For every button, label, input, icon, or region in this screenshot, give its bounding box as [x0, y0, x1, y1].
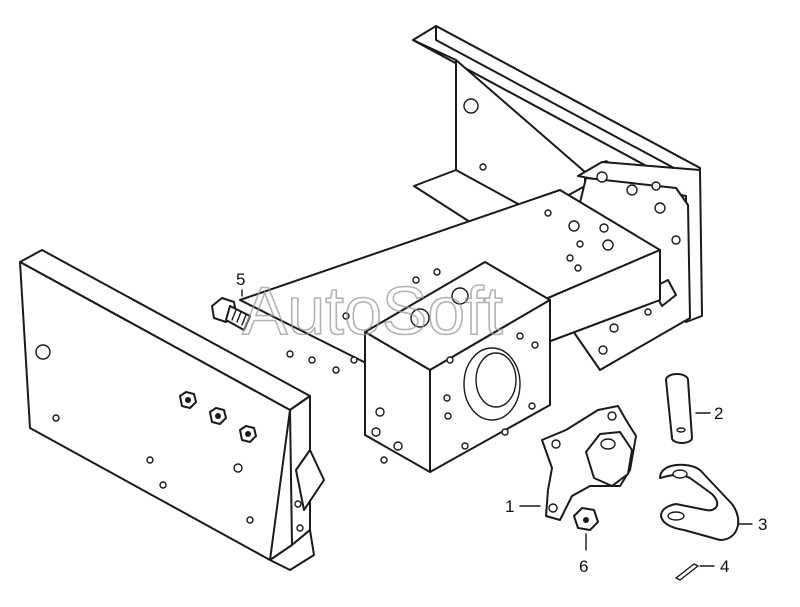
callout-3: 3: [758, 515, 767, 534]
part-1-flange: [541, 405, 637, 521]
part-2-pin: [665, 373, 711, 444]
coupling-block: [364, 261, 551, 473]
mounting-nuts: [179, 391, 257, 443]
callout-6: 6: [579, 557, 588, 576]
front-channel: [19, 249, 388, 571]
watermark-text: AutoSoft: [242, 273, 503, 349]
callout-1: 1: [505, 497, 514, 516]
part-5-bolt: [211, 289, 251, 331]
part-3-shackle: [659, 463, 753, 541]
rear-channel: [412, 25, 701, 223]
callout-2: 2: [714, 404, 723, 423]
part-6-nut: [573, 507, 599, 551]
callout-5: 5: [236, 270, 245, 289]
part-4-cotter-pin: [675, 563, 715, 581]
callout-4: 4: [720, 557, 729, 576]
